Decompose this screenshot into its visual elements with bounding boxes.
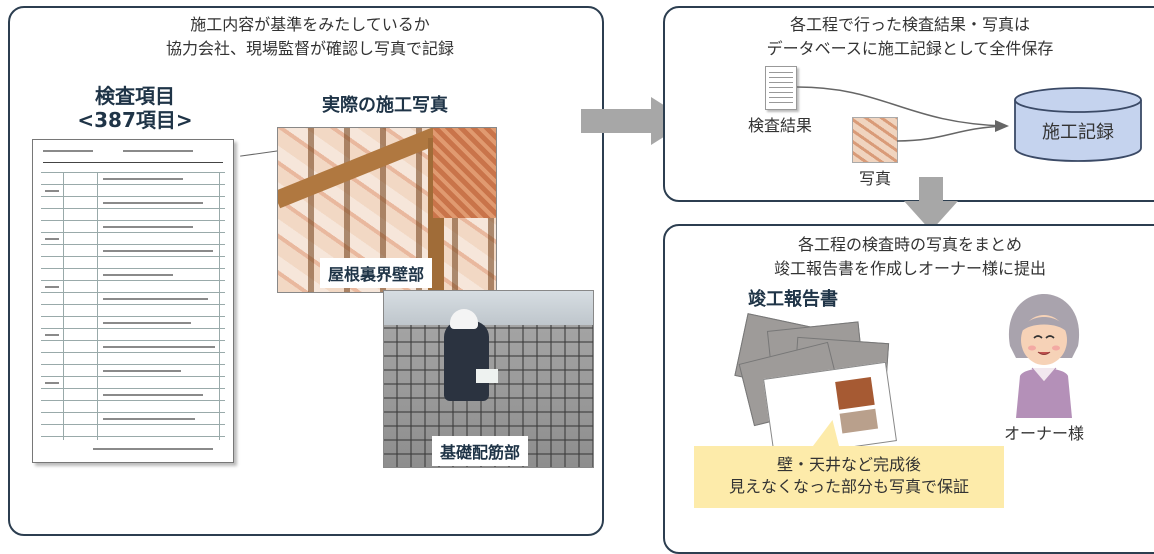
inspection-items-heading: 検査項目 [95,84,175,108]
completion-report-image [734,313,897,459]
database-panel-title-line1: 各工程で行った検査結果・写真は [789,15,1030,34]
completion-report-heading: 竣工報告書 [748,289,838,310]
flow-arrow-right [581,97,689,145]
database-panel-title-line2: データベースに施工記録として全件保存 [766,39,1054,58]
callout-line2: 見えなくなった部分も写真で保証 [728,477,969,496]
construction-record-database-icon [1014,87,1142,162]
report-panel-title-line2: 竣工報告書を作成しオーナー様に提出 [773,259,1046,278]
report-panel-title-line1: 各工程の検査時の写真をまとめ [797,235,1022,254]
merge-connector-arrows [796,86,1009,142]
flow-arrow-down [904,177,958,231]
owner-woman-icon [1008,294,1080,418]
construction-photos-heading: 実際の施工写真 [322,95,448,116]
foundation-rebar-photo-label: 基礎配筋部 [432,436,529,466]
inspection-items-count: <387項目> [77,108,193,132]
photo-label: 写真 [858,169,891,188]
guarantee-callout: 壁・天井など完成後 見えなくなった部分も写真で保証 [694,446,1004,508]
foundation-rebar-photo [383,290,594,468]
database-label: 施工記録 [1042,122,1114,143]
callout-line1: 壁・天井など完成後 [776,455,921,474]
inspection-result-icon [765,66,797,110]
inspection-panel-title-line1: 施工内容が基準をみたしているか [190,15,430,34]
inspection-result-label: 検査結果 [747,116,812,135]
photo-thumbnail-icon [852,117,898,163]
owner-label: オーナー様 [1003,424,1084,443]
inspection-checklist-sheet [32,139,234,463]
inspection-panel-title-line2: 協力会社、現場監督が確認し写真で記録 [165,39,454,58]
attic-wall-photo-label: 屋根裏界壁部 [320,258,433,288]
